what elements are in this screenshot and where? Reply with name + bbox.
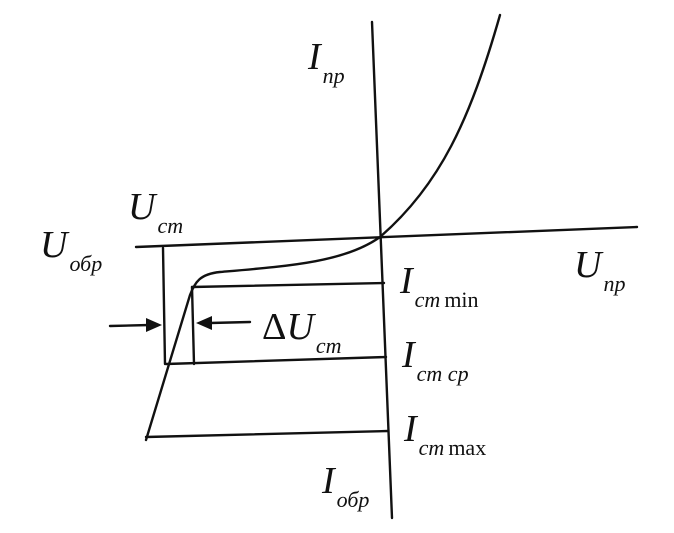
delta-u-arrow-right-shaft <box>208 320 252 325</box>
delta-u-bracket-line <box>190 285 196 366</box>
label-i-forward-sub: пр <box>322 63 345 88</box>
label-u-forward-sub: пр <box>603 271 626 296</box>
delta-u-arrow-right-head <box>196 316 212 330</box>
i-stab-max-line <box>144 429 390 439</box>
label-u-forward-symbol: U <box>574 244 602 286</box>
label-delta-u-stab: ΔUст <box>262 306 342 357</box>
voltage-axis <box>134 225 639 249</box>
label-i-stab-min-symbol: I <box>400 260 413 302</box>
label-i-reverse-symbol: I <box>322 460 335 502</box>
label-i-stab-max-symbol: I <box>404 408 417 450</box>
label-u-stab-symbol: U <box>128 186 156 228</box>
label-i-stab-max-sub2: max <box>448 435 487 460</box>
label-u-reverse-symbol: U <box>40 224 68 266</box>
label-u-stab: Uст <box>128 186 183 237</box>
label-u-stab-sub: ст <box>157 213 184 238</box>
label-u-reverse: Uобр <box>40 224 102 275</box>
label-i-reverse-sub: обр <box>336 487 370 512</box>
label-i-stab-avg: Iст ср <box>402 334 469 385</box>
label-i-stab-max-sub: ст <box>418 435 445 460</box>
label-i-forward: Iпр <box>308 36 345 87</box>
label-i-forward-symbol: I <box>308 36 321 78</box>
label-i-stab-avg-symbol: I <box>402 334 415 376</box>
u-stab-marker-line <box>161 246 167 366</box>
delta-u-arrow-left-head <box>146 318 162 332</box>
delta-u-arrow-left-shaft <box>108 323 152 328</box>
i-stab-min-line <box>190 281 386 289</box>
label-delta-u-delta: Δ <box>262 306 287 348</box>
label-i-reverse: Iобр <box>322 460 369 511</box>
label-delta-u-symbol: U <box>286 306 314 348</box>
i-stab-avg-line <box>164 355 388 366</box>
current-axis <box>370 20 394 520</box>
label-i-stab-avg-sub: ст ср <box>416 361 469 386</box>
label-delta-u-sub: ст <box>315 333 342 358</box>
label-i-stab-min-sub: ст <box>414 287 441 312</box>
label-u-forward: Uпр <box>574 244 625 295</box>
label-u-reverse-sub: обр <box>69 251 103 276</box>
iv-curve <box>144 13 502 442</box>
label-i-stab-min-sub2: min <box>444 287 479 312</box>
